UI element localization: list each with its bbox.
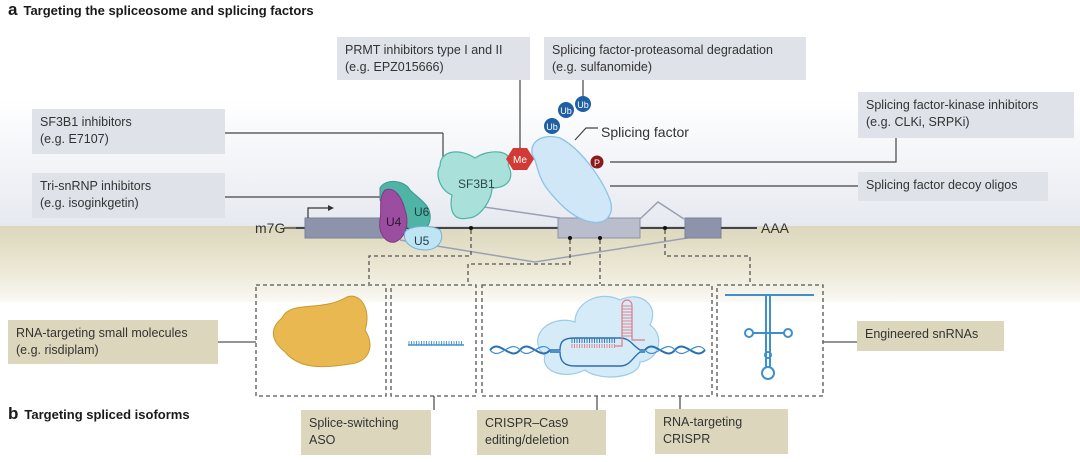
callout-line: SF3B1 inhibitors bbox=[40, 115, 132, 129]
aso-oligo bbox=[408, 341, 464, 346]
arrow-head-icon bbox=[328, 205, 334, 211]
callout-engineered-snrnas: Engineered snRNAs bbox=[857, 321, 1004, 351]
u5-shape bbox=[403, 225, 443, 251]
u4-shape bbox=[379, 188, 408, 243]
u6-label: U6 bbox=[414, 205, 430, 219]
ubiquitin-icon bbox=[544, 118, 560, 134]
callout-line: RNA-targeting small molecules bbox=[16, 326, 188, 340]
binding-site-dot bbox=[568, 236, 572, 240]
ubiquitin-label: Ub bbox=[577, 100, 589, 110]
sf3b1-shape bbox=[437, 151, 512, 220]
splicing-factor-shape bbox=[531, 135, 612, 224]
membrane-background bbox=[0, 226, 1080, 302]
callout-line: Engineered snRNAs bbox=[865, 327, 979, 341]
callout-decoy-oligos: Splicing factor decoy oligos bbox=[858, 172, 1048, 201]
callout-rna-targeting-crispr: RNA-targeting CRISPR bbox=[655, 409, 788, 454]
ubiquitin-icon bbox=[558, 102, 574, 118]
ubiquitin-icon bbox=[575, 96, 591, 112]
transcription-start-arrow bbox=[307, 207, 328, 218]
ubiquitin-label: Ub bbox=[560, 106, 572, 116]
sf3b1-label: SF3B1 bbox=[458, 177, 495, 191]
methylation-hexagon-icon bbox=[506, 148, 534, 170]
callout-line: (e.g. E7107) bbox=[40, 132, 109, 146]
callout-line: editing/deletion bbox=[485, 433, 570, 447]
u4-label: U4 bbox=[386, 215, 402, 229]
callout-splice-switching-aso: Splice-switching ASO bbox=[301, 410, 431, 455]
callout-line: (e.g. EPZ015666) bbox=[345, 60, 444, 74]
phosphorylation-icon bbox=[590, 155, 604, 169]
callout-kinase-inhibitors: Splicing factor-kinase inhibitors (e.g. … bbox=[858, 92, 1074, 138]
callout-line: (e.g. sulfanomide) bbox=[552, 60, 653, 74]
callout-line: RNA-targeting bbox=[663, 415, 743, 429]
callout-proteasomal-degradation: Splicing factor-proteasomal degradation … bbox=[544, 37, 806, 80]
connector-kinase bbox=[610, 138, 897, 163]
methylation-label: Me bbox=[513, 155, 527, 166]
callout-line: (e.g. isoginkgetin) bbox=[40, 196, 139, 210]
splicing-factor-label: Splicing factor bbox=[601, 124, 689, 140]
binding-sites bbox=[469, 226, 667, 240]
binding-site-dot bbox=[663, 226, 667, 230]
callout-crispr-cas9: CRISPR–Cas9 editing/deletion bbox=[477, 410, 606, 455]
m7g-label: m7G bbox=[255, 220, 285, 236]
callout-line: Splice-switching bbox=[309, 416, 399, 430]
cas9-complex bbox=[489, 295, 706, 378]
callout-tri-snrnp-inhibitors: Tri-snRNP inhibitors (e.g. isoginkgetin) bbox=[32, 173, 225, 218]
callout-line: PRMT inhibitors type I and II bbox=[345, 43, 503, 57]
callout-line: Splicing factor decoy oligos bbox=[866, 178, 1018, 192]
panel-a-title-text: Targeting the spliceosome and splicing f… bbox=[23, 3, 314, 18]
panel-b-title-text: Targeting spliced isoforms bbox=[24, 407, 190, 422]
binding-site-dot bbox=[469, 226, 473, 230]
panel-b-letter: b bbox=[8, 404, 19, 423]
box-small-molecule bbox=[255, 284, 387, 397]
binding-site-dot bbox=[598, 236, 602, 240]
connector-lines bbox=[225, 80, 897, 198]
exon-1 bbox=[304, 217, 386, 239]
callout-line: Tri-snRNP inhibitors bbox=[40, 179, 152, 193]
intron-splice-arc bbox=[639, 201, 685, 220]
callout-line: CRISPR bbox=[663, 432, 711, 446]
dashed-routing bbox=[368, 230, 751, 284]
callout-line: ASO bbox=[309, 433, 336, 447]
panel-b-title: b Targeting spliced isoforms bbox=[8, 404, 190, 424]
polya-tail-label: AAA bbox=[761, 220, 790, 236]
callout-line: (e.g. risdiplam) bbox=[16, 343, 99, 357]
box-aso bbox=[390, 284, 477, 397]
panel-a-letter: a bbox=[8, 0, 18, 19]
ubiquitin-label: Ub bbox=[546, 122, 558, 132]
phosphorylation-label: P bbox=[594, 158, 600, 168]
alternative-splice-arc bbox=[399, 235, 701, 263]
callout-prmt-inhibitors: PRMT inhibitors type I and II (e.g. EPZ0… bbox=[337, 37, 530, 80]
callout-rna-small-molecules: RNA-targeting small molecules (e.g. risd… bbox=[8, 320, 218, 364]
connector-splicing-factor-label bbox=[574, 127, 598, 141]
exon-3 bbox=[684, 217, 722, 239]
callout-line: Splicing factor-proteasomal degradation bbox=[552, 43, 773, 57]
callout-sf3b1-inhibitors: SF3B1 inhibitors (e.g. E7107) bbox=[32, 109, 225, 154]
panel-a-title: a Targeting the spliceosome and splicing … bbox=[8, 0, 314, 20]
engineered-snrna-shape bbox=[725, 294, 814, 380]
callout-line: CRISPR–Cas9 bbox=[485, 416, 569, 430]
u5-label: U5 bbox=[414, 234, 430, 248]
box-snrna bbox=[716, 284, 824, 397]
small-molecule-shape bbox=[272, 295, 371, 368]
callout-line: Splicing factor-kinase inhibitors bbox=[866, 98, 1039, 112]
panel-b-connectors bbox=[218, 341, 858, 410]
callout-line: (e.g. CLKi, SRPKi) bbox=[866, 115, 970, 129]
